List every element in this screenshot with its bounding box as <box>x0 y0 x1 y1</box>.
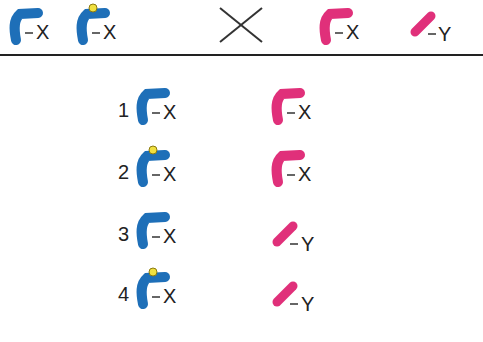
divider-line <box>0 54 483 56</box>
chromosome-label: X <box>298 164 311 184</box>
x-chromosome <box>325 13 348 40</box>
x-chromosome <box>277 93 300 120</box>
offspring-number: 2 <box>118 162 129 182</box>
y-chromosome <box>277 226 298 244</box>
x-chromosome <box>142 93 165 120</box>
chromosome-label: X <box>163 226 176 246</box>
mutant-x-chromosome <box>82 4 105 40</box>
offspring-number: 4 <box>118 284 129 304</box>
y-chromosome <box>415 16 436 34</box>
chromosome-label: X <box>163 164 176 184</box>
chromosome-label: Y <box>438 24 451 44</box>
mutant-x-chromosome <box>142 268 165 304</box>
chromosome-label: X <box>298 102 311 122</box>
mutant-x-chromosome <box>142 146 165 182</box>
chromosome-label: X <box>163 102 176 122</box>
cross-symbol <box>220 8 262 42</box>
chromosome-label: X <box>163 286 176 306</box>
chromosome-label: Y <box>301 294 314 314</box>
chromosome-label: X <box>103 22 116 42</box>
chromosome-label: X <box>346 22 359 42</box>
offspring-number: 3 <box>118 224 129 244</box>
y-chromosome <box>277 286 298 304</box>
x-chromosome <box>277 155 300 182</box>
x-chromosome <box>15 13 38 40</box>
offspring-number: 1 <box>118 100 129 120</box>
chromosome-label: Y <box>301 234 314 254</box>
chromosome-label: X <box>36 22 49 42</box>
x-chromosome <box>142 217 165 244</box>
